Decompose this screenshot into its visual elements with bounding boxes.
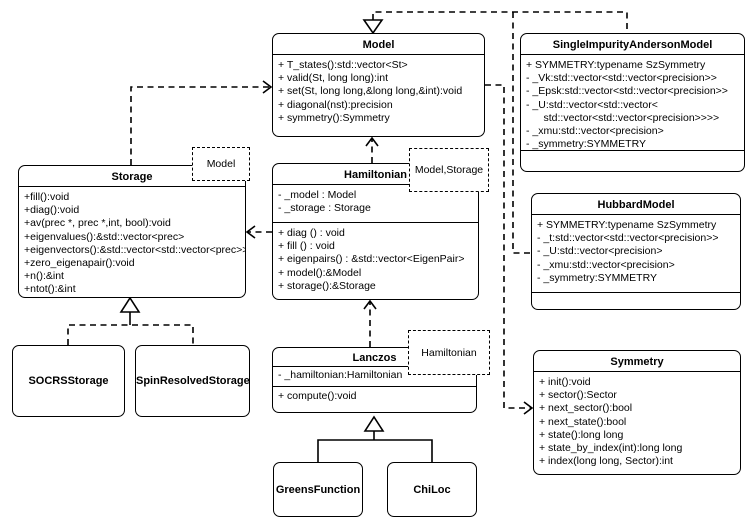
- member-row: + sector():Sector: [539, 389, 617, 402]
- member-row: + model():&Model: [278, 266, 362, 279]
- class-socrsstorage: SOCRSStorage: [12, 345, 125, 417]
- template-param-label: Model: [206, 158, 236, 170]
- template-param-label: Hamiltonian: [421, 346, 477, 359]
- class-chiloc: ChiLoc: [387, 462, 477, 517]
- member-row: - _U:std::vector<precision>: [537, 245, 663, 258]
- member-row: + eigenpairs() : &std::vector<EigenPair>: [278, 253, 465, 266]
- class-spinresolvedstorage: SpinResolvedStorage: [135, 345, 250, 417]
- template-param-hamiltonian: Model,Storage: [409, 148, 489, 192]
- member-row: + symmetry():Symmetry: [278, 111, 390, 124]
- member-row: +n():&int: [24, 270, 64, 283]
- class-hamiltonian-title: Hamiltonian: [344, 169, 407, 181]
- class-storage-title: Storage: [111, 171, 153, 183]
- member-row: + storage():&Storage: [278, 279, 376, 292]
- hollow-triangle-arrowhead: [362, 19, 384, 35]
- member-row: - _symmetry:SYMMETRY: [537, 271, 657, 284]
- hollow-triangle-arrowhead: [363, 415, 385, 432]
- class-hamiltonian-methods: + diag () : void + fill () : void + eige…: [273, 222, 478, 299]
- member-row: - _storage : Storage: [278, 202, 371, 215]
- member-row: std::vector<std::vector<precision>>>>: [526, 111, 720, 124]
- member-row: - _xmu:std::vector<precision>: [526, 125, 664, 138]
- hollow-triangle-arrowhead: [119, 296, 141, 313]
- class-greensfunction: GreensFunction: [273, 462, 363, 517]
- class-hubbard-attributes: + SYMMETRY:typename SzSymmetry - _t:std:…: [532, 214, 740, 292]
- member-row: + compute():void: [278, 390, 357, 402]
- template-param-lanczos: Hamiltonian: [408, 330, 490, 375]
- member-row: - _model : Model: [278, 189, 357, 201]
- open-arrowhead: [262, 80, 273, 94]
- template-param-storage: Model: [192, 147, 250, 181]
- open-arrowhead: [245, 225, 256, 239]
- member-row: +zero_eigenapair():void: [24, 257, 135, 270]
- member-row: + T_states():std::vector<St>: [278, 59, 408, 71]
- class-chiloc-title: ChiLoc: [413, 483, 451, 496]
- member-row: + SYMMETRY:typename SzSymmetry: [537, 219, 717, 231]
- member-row: + set(St, long long,&long long,&int):voi…: [278, 85, 463, 98]
- dependency-storage-to-model: [130, 80, 273, 165]
- dependency-hamiltonian-to-storage: [245, 225, 272, 239]
- member-row: +diag():void: [24, 204, 80, 217]
- class-symmetry-methods: + init():void + sector():Sector + next_s…: [534, 371, 740, 474]
- class-symmetry-title: Symmetry: [610, 356, 664, 368]
- class-model-title: Model: [362, 39, 395, 51]
- dependency-hamiltonian-to-model: [365, 136, 379, 163]
- member-row: + state():long long: [539, 428, 624, 441]
- open-arrowhead: [523, 401, 534, 415]
- class-siam-attributes: + SYMMETRY:typename SzSymmetry - _Vk:std…: [521, 54, 744, 150]
- dependency-model-to-symmetry: [485, 84, 534, 415]
- member-row: + fill () : void: [278, 240, 335, 253]
- class-greensfunction-title: GreensFunction: [275, 483, 361, 496]
- generalization-storages-to-storage: [67, 296, 194, 345]
- member-row: - _Vk:std::vector<std::vector<precision>…: [526, 72, 717, 85]
- member-row: + index(long long, Sector):int: [539, 455, 673, 468]
- member-row: + valid(St, long long):int: [278, 72, 389, 85]
- member-row: - _t:std::vector<std::vector<precision>>: [537, 232, 719, 245]
- member-row: + diag () : void: [278, 227, 345, 239]
- generalization-greensfunction-chiloc-to-lanczos: [317, 415, 433, 462]
- class-hubbard-empty-compartment: [532, 292, 740, 309]
- open-arrowhead: [365, 136, 379, 147]
- dependency-lanczos-to-hamiltonian: [363, 299, 377, 347]
- member-row: - _xmu:std::vector<precision>: [537, 258, 675, 271]
- member-row: + diagonal(nst):precision: [278, 98, 393, 111]
- member-row: - _hamiltonian:Hamiltonian: [278, 369, 403, 381]
- member-row: + SYMMETRY:typename SzSymmetry: [526, 59, 706, 71]
- class-storage-methods: +fill():void +diag():void +av(prec *, pr…: [19, 186, 245, 297]
- class-lanczos-title: Lanczos: [352, 352, 397, 364]
- generalization-siam-hubbard-to-model: [362, 11, 628, 254]
- member-row: + state_by_index(int):long long: [539, 442, 683, 455]
- class-lanczos-methods: + compute():void: [273, 386, 476, 412]
- member-row: + init():void: [539, 376, 591, 388]
- open-arrowhead: [363, 299, 377, 310]
- class-model: Model + T_states():std::vector<St> + val…: [272, 33, 485, 137]
- class-socrs-title: SOCRSStorage: [28, 375, 109, 387]
- member-row: - _symmetry:SYMMETRY: [526, 138, 646, 150]
- member-row: + next_state():bool: [539, 415, 627, 428]
- class-lanczos-attributes: - _hamiltonian:Hamiltonian: [273, 366, 476, 386]
- class-siam-title: SingleImpurityAndersonModel: [552, 39, 713, 51]
- member-row: +fill():void: [24, 191, 70, 203]
- member-row: +eigenvalues():&std::vector<prec>: [24, 230, 185, 243]
- class-symmetry: Symmetry + init():void + sector():Sector…: [533, 350, 741, 475]
- member-row: +ntot():&int: [24, 283, 76, 296]
- template-param-label: Model,Storage: [414, 164, 484, 176]
- class-hamiltonian-attributes: - _model : Model - _storage : Storage: [273, 184, 478, 222]
- class-storage: Storage +fill():void +diag():void +av(pr…: [18, 165, 246, 298]
- class-hubbard-title: HubbardModel: [597, 199, 675, 211]
- member-row: + next_sector():bool: [539, 402, 633, 415]
- class-siam-empty-compartment: [521, 150, 744, 171]
- member-row: - _U:std::vector<std::vector<: [526, 98, 658, 111]
- class-hubbardmodel: HubbardModel + SYMMETRY:typename SzSymme…: [531, 193, 741, 310]
- member-row: +eigenvectors():&std::vector<std::vector…: [24, 243, 245, 256]
- class-singleimpurityandersonmodel: SingleImpurityAndersonModel + SYMMETRY:t…: [520, 33, 745, 172]
- member-row: +av(prec *, prec *,int, bool):void: [24, 217, 171, 230]
- class-model-methods: + T_states():std::vector<St> + valid(St,…: [273, 54, 484, 136]
- class-spinresolved-title: SpinResolvedStorage: [136, 375, 250, 387]
- member-row: - _Epsk:std::vector<std::vector<precisio…: [526, 85, 728, 98]
